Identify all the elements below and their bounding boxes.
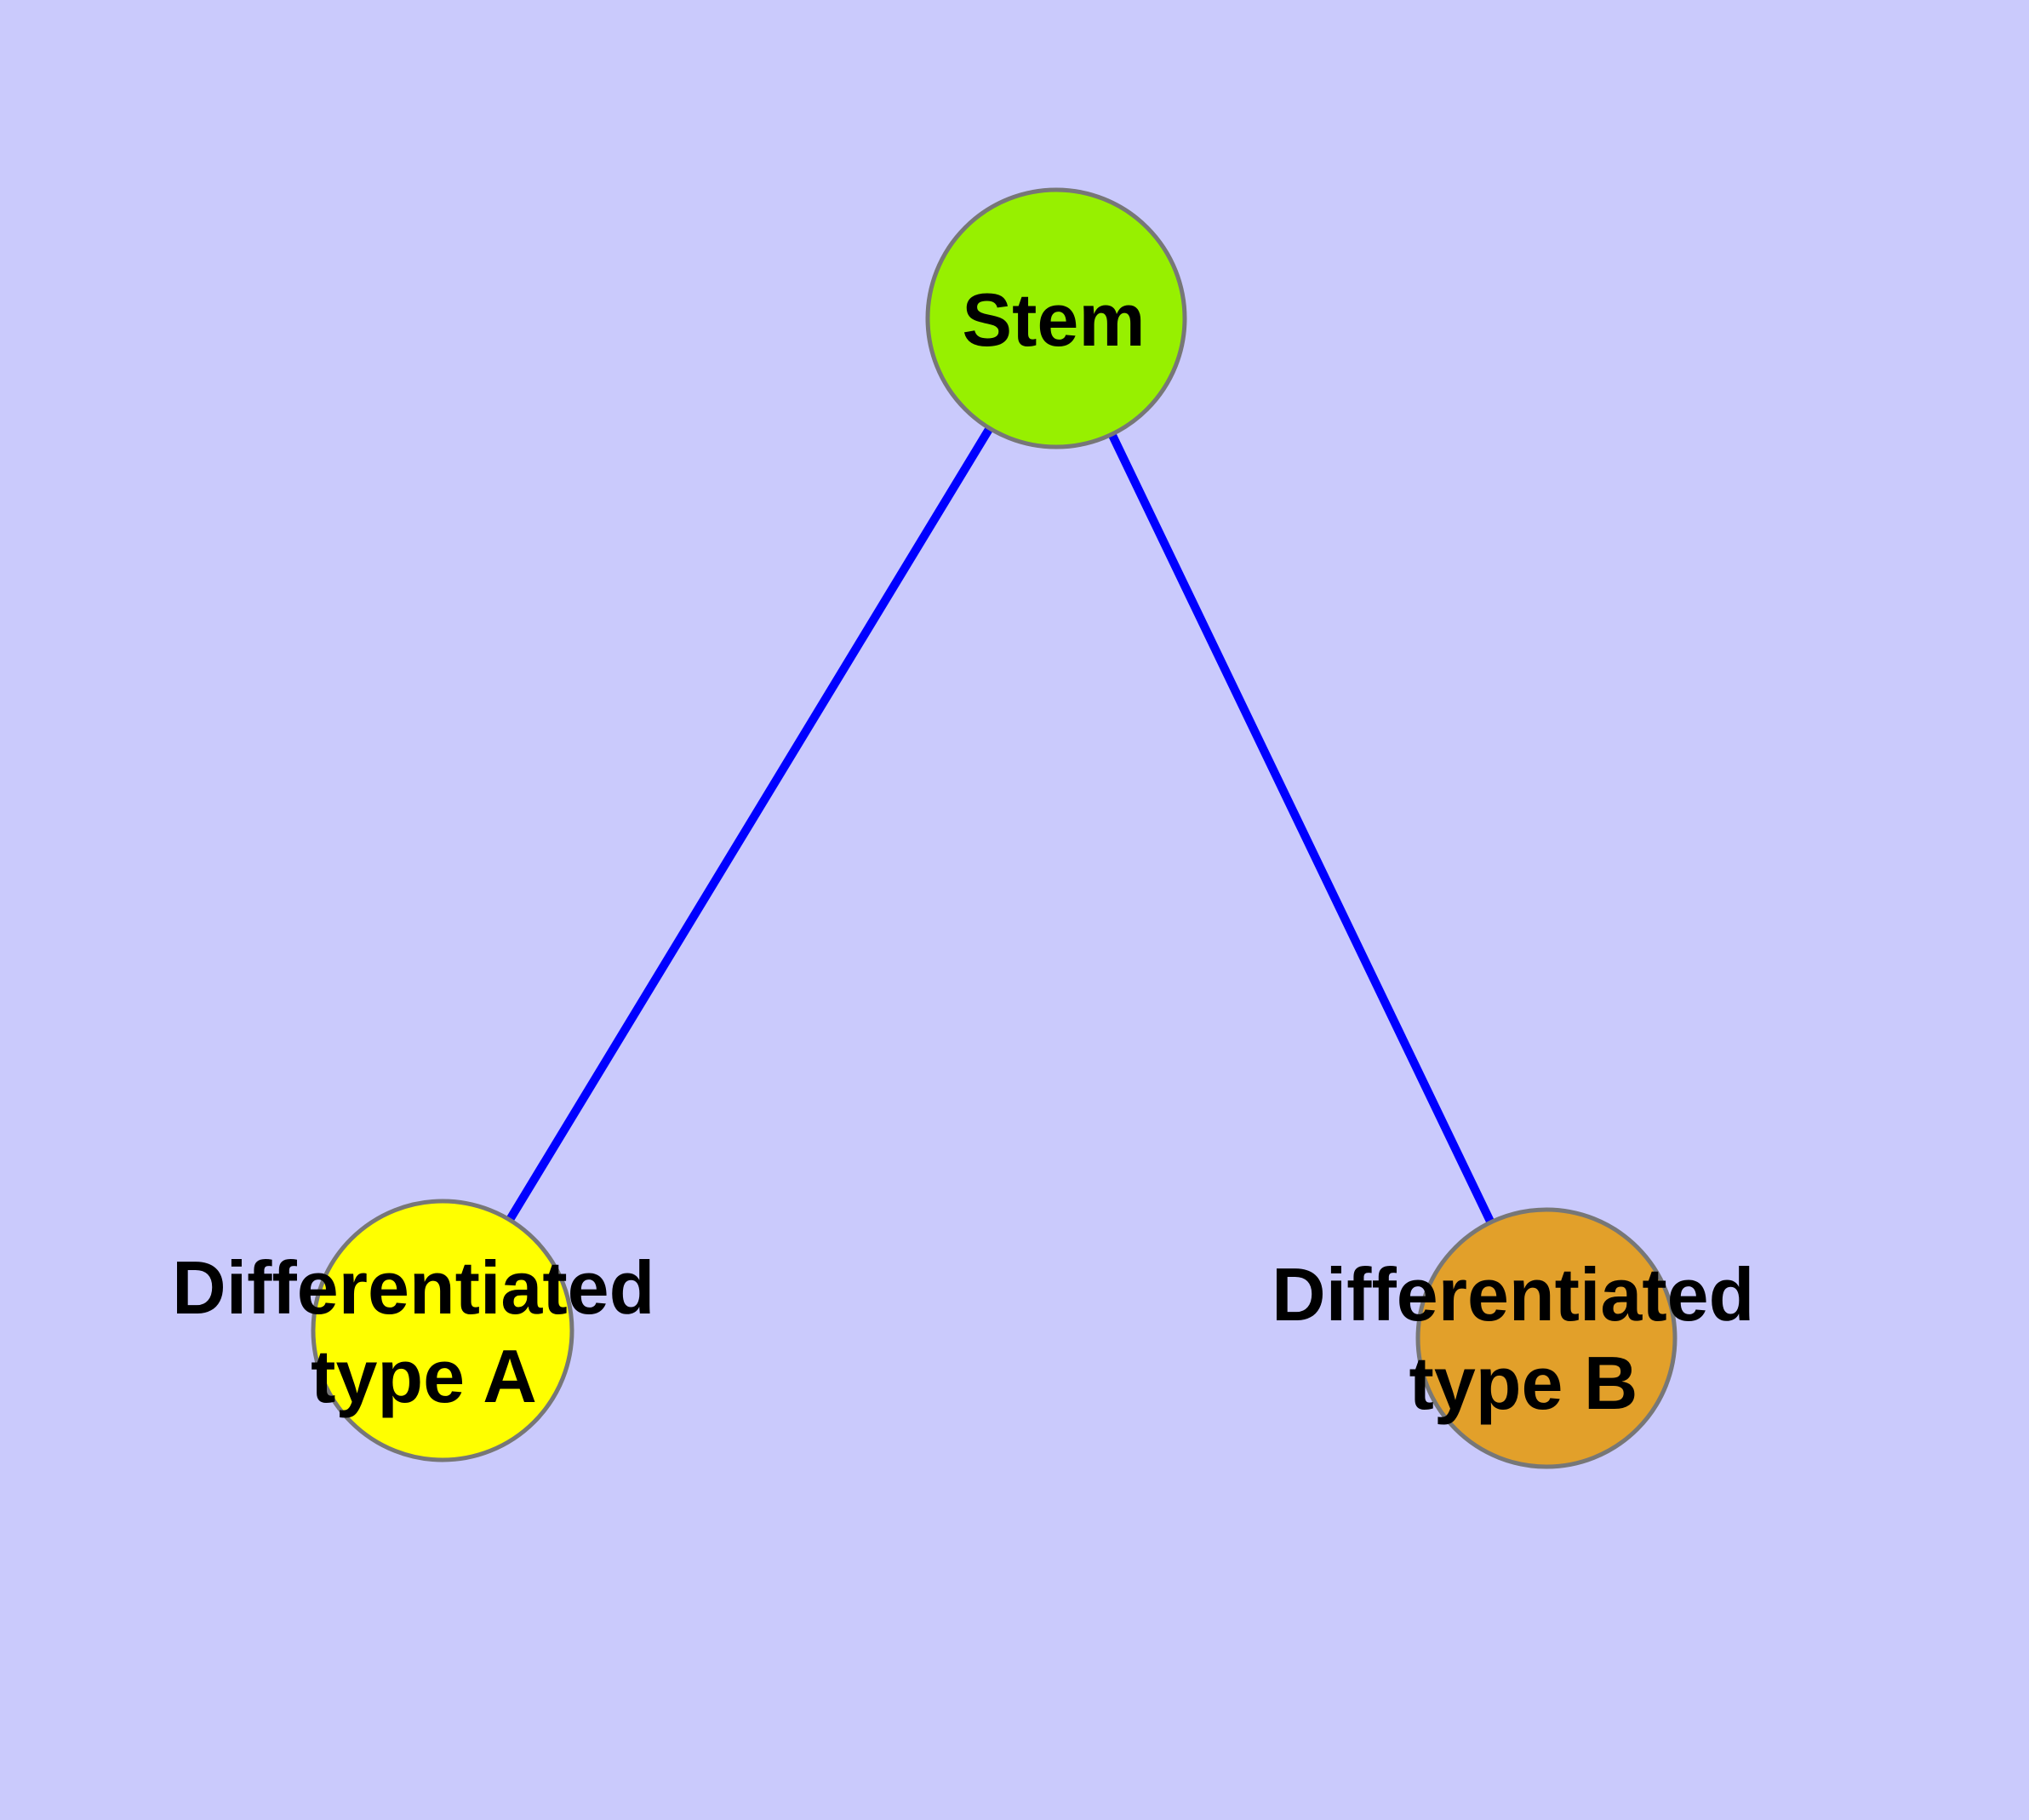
edge-stem-to-type-b: [1052, 316, 1551, 1341]
node-stem-label: Stem: [962, 278, 1145, 362]
edge-stem-to-type-a: [438, 316, 1060, 1333]
node-type-a-label-line2: type A: [311, 1334, 537, 1418]
node-type-b-label-line1: Differentiated: [1272, 1252, 1754, 1336]
node-type-b-label-line2: type B: [1409, 1341, 1638, 1425]
node-type-b-circle: [1415, 1207, 1677, 1469]
node-type-a-label-line1: Differentiated: [172, 1245, 654, 1330]
node-type-a-circle: [311, 1199, 574, 1462]
node-stem-circle: [925, 187, 1187, 449]
node-type-a-label: Differentiated type A: [172, 1245, 676, 1418]
node-type-b-label: Differentiated type B: [1272, 1252, 1775, 1425]
